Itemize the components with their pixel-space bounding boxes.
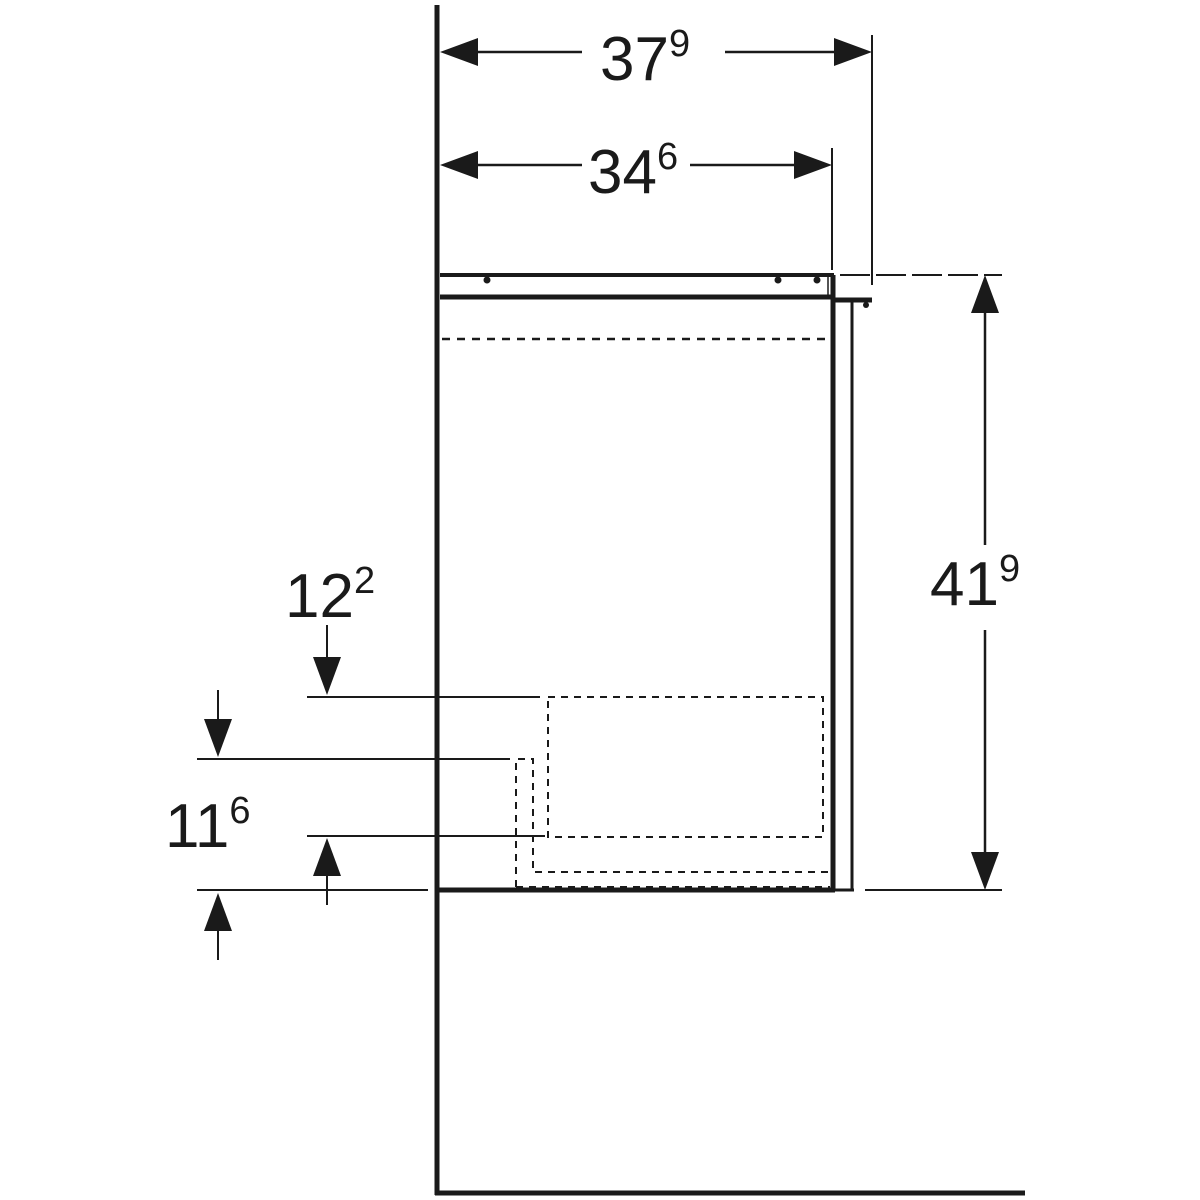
arrow-down-icon [204,719,232,757]
fixing-dot [813,276,821,284]
cutout-hidden [547,696,824,838]
body-width-label: 346 [588,136,678,207]
upper-cutout-label: 122 [285,560,375,631]
fixing-dot [483,276,491,284]
overall-width-label: 379 [600,23,690,94]
fixing-dot [774,276,782,284]
handle-dot [863,302,869,308]
arrow-up-icon [204,893,232,931]
arrow-down-icon [313,657,341,695]
arrow-up-icon [313,838,341,876]
siphon-hidden [515,758,830,887]
height-label: 419 [930,548,1020,619]
lower-cutout-label: 116 [165,790,251,861]
